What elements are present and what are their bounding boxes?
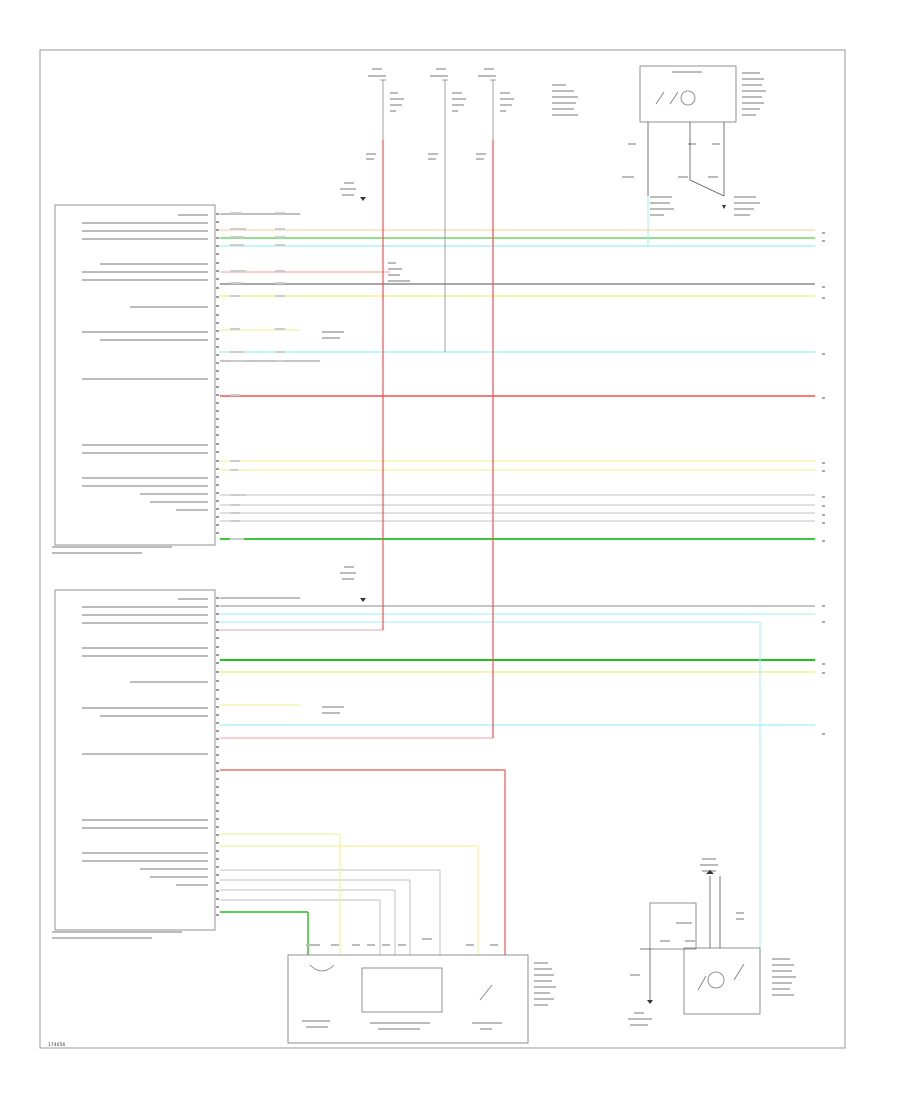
wire-color-labels (230, 212, 285, 540)
right-door-switch-box (622, 65, 766, 216)
pin-number-column (216, 213, 219, 916)
splice-labels (322, 182, 410, 714)
diagram-frame (39, 49, 846, 1049)
left-door-lock-actuator (287, 938, 556, 1044)
left-door-switch-assembly (628, 858, 796, 1026)
top-fuse-labels (366, 68, 578, 160)
wire-layer (220, 140, 815, 955)
ground-icon (360, 197, 366, 602)
right-door-actuator-module (54, 204, 216, 546)
right-module-pin-labels (52, 214, 208, 554)
figure-id: 174056 (48, 1042, 65, 1048)
left-module-pin-labels (52, 598, 208, 939)
left-door-actuator-module (54, 589, 216, 931)
fuse-stubs (380, 79, 496, 140)
edge-terminals (822, 232, 825, 735)
